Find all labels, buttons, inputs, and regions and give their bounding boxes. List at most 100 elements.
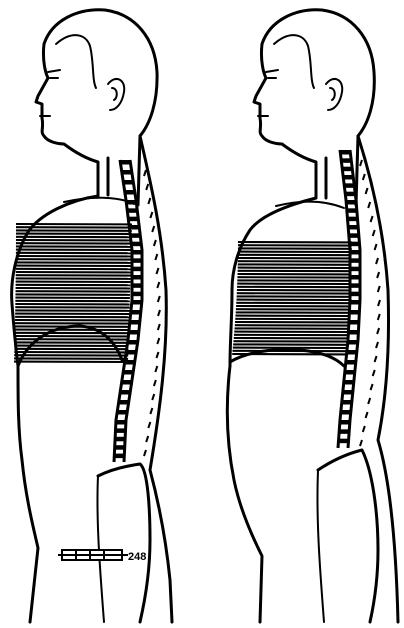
vertebra [345, 200, 357, 205]
vertebra [124, 360, 136, 365]
back-dash [360, 440, 362, 446]
plate-number: 248 [128, 551, 146, 563]
vertebra [122, 180, 134, 185]
vertebra [346, 208, 358, 213]
vertebra [348, 330, 360, 335]
vertebra [130, 310, 142, 315]
back-dash [377, 272, 379, 278]
vertebra [120, 390, 132, 395]
vertebra [129, 233, 141, 238]
vertebra [349, 300, 361, 305]
back-dash [154, 380, 156, 386]
back-dash [378, 314, 380, 320]
vertebra [114, 445, 126, 450]
vertebra [344, 192, 356, 197]
vertebra [131, 275, 143, 280]
right-hip-crease [317, 470, 324, 622]
back-dash [148, 422, 150, 428]
plate-marker: 248 [58, 550, 146, 563]
back-dash [158, 324, 160, 330]
vertebra [126, 208, 138, 213]
back-dash [363, 426, 365, 432]
vertebra [123, 370, 135, 375]
vertebra [131, 250, 143, 255]
vertebra [348, 242, 360, 247]
vertebra [348, 320, 360, 325]
vertebra [340, 410, 352, 415]
vertebra [338, 439, 350, 444]
right-eye [266, 70, 278, 78]
vertebra [127, 340, 139, 345]
vertebra [342, 175, 354, 180]
back-dash [375, 356, 377, 362]
vertebra [113, 454, 125, 459]
vertebra [131, 258, 143, 263]
vertebra [349, 275, 361, 280]
back-dash [146, 436, 148, 442]
vertebra [342, 390, 354, 395]
back-dash [144, 450, 146, 456]
vertebra [131, 267, 143, 272]
back-dash [156, 352, 158, 358]
vertebra [340, 158, 352, 163]
vertebra [339, 420, 351, 425]
back-dash [371, 384, 373, 390]
back-dash [152, 226, 154, 232]
vertebra [339, 150, 351, 155]
back-dash [368, 202, 370, 208]
vertebra [341, 167, 353, 172]
back-dash [146, 184, 148, 190]
vertebra [121, 380, 133, 385]
vertebra [349, 310, 361, 315]
back-dash [158, 310, 160, 316]
vertebra [125, 200, 137, 205]
vertebra [131, 300, 143, 305]
vertebra [349, 267, 361, 272]
vertebra [131, 283, 143, 288]
left-pelvis [98, 464, 150, 622]
back-dash [366, 188, 368, 194]
left-ribcage [14, 224, 132, 362]
back-dash [371, 216, 373, 222]
back-dash [155, 254, 157, 260]
vertebra [118, 400, 130, 405]
back-dash [155, 366, 157, 372]
vertebra [344, 370, 356, 375]
vertebra [341, 400, 353, 405]
back-dash [148, 198, 150, 204]
vertebra [338, 429, 350, 434]
vertebra [349, 258, 361, 263]
right-pelvis [318, 450, 378, 622]
vertebra [126, 350, 138, 355]
left-figure: 248 [12, 10, 172, 622]
vertebra [343, 183, 355, 188]
right-hairline [274, 35, 314, 88]
back-dash [154, 240, 156, 246]
vertebra [128, 330, 140, 335]
back-dash [363, 174, 365, 180]
vertebra [130, 242, 142, 247]
vertebra [347, 225, 359, 230]
vertebra [349, 283, 361, 288]
vertebra [346, 217, 358, 222]
vertebra [346, 350, 358, 355]
vertebra [114, 437, 126, 442]
vertebra [349, 250, 361, 255]
back-dash [373, 370, 375, 376]
back-dash [376, 342, 378, 348]
left-back-outline [140, 136, 172, 622]
back-dash [150, 212, 152, 218]
back-dash [157, 338, 159, 344]
vertebra [115, 420, 127, 425]
vertebra [127, 217, 139, 222]
vertebra [128, 225, 140, 230]
left-eye [48, 70, 60, 78]
vertebra [131, 292, 143, 297]
vertebra [347, 340, 359, 345]
back-dash [144, 170, 146, 176]
left-head-outline [36, 10, 157, 205]
back-dash [360, 160, 362, 166]
right-figure [227, 10, 398, 622]
vertebra [115, 428, 127, 433]
back-dash [373, 230, 375, 236]
